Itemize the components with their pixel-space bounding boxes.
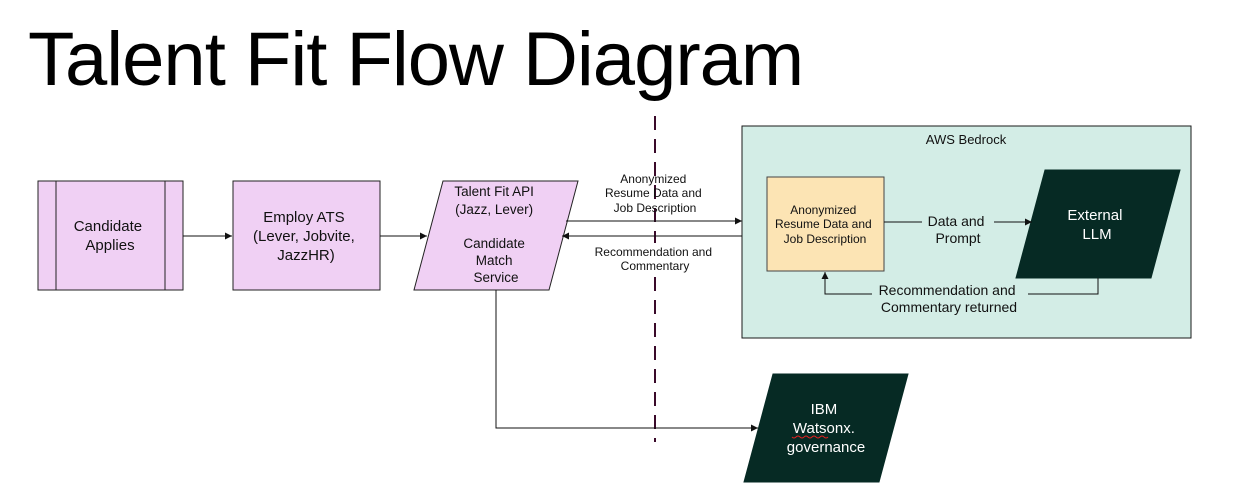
llm-line-1: External [1067,207,1122,224]
talent-fit-api-node[interactable]: Talent Fit API (Jazz, Lever) Candidate M… [413,180,579,291]
api-line-6: Service [473,270,518,285]
employ-ats-label: Employ ATS (Lever, Jobvite, JazzHR) [253,209,359,264]
employ-ats-box [232,180,381,291]
ibm-line-3: governance [787,439,865,456]
talent-fit-api-shape [413,180,579,291]
edge-to-bedrock-line-1: Anonymized [620,172,686,186]
edge-label-from-llm: Recommendation and Commentary returned [879,282,1020,315]
edge-to-llm-line-2: Prompt [935,230,980,246]
ats-line-3: JazzHR) [277,247,335,264]
candidate-line-2: Applies [85,237,134,254]
employ-ats-node[interactable]: Employ ATS (Lever, Jobvite, JazzHR) [232,180,381,291]
edge-label-from-bedrock-bg [590,243,720,273]
edge-label-from-bedrock: Recommendation and Commentary [595,245,716,273]
candidate-applies-label: Candidate Applies [74,218,147,254]
watsonx-spellcheck-underline [791,435,829,439]
arrow-api-to-ibm [495,290,758,432]
ibm-line-2: Watsonx. [793,420,855,437]
api-line-2: (Jazz, Lever) [455,202,533,217]
ibm-watsonx-shape [743,373,909,483]
edge-label-to-llm-bg [922,210,994,250]
anon-line-2: Resume Data and [775,217,872,231]
anonymized-data-node[interactable]: Anonymized Resume Data and Job Descripti… [766,176,885,272]
ats-line-2: (Lever, Jobvite, [253,228,355,245]
edge-label-to-bedrock: Anonymized Resume Data and Job Descripti… [605,172,705,215]
anonymized-data-box [766,176,885,272]
edge-label-to-llm: Data and Prompt [928,213,989,246]
external-llm-node[interactable]: External LLM [1015,169,1181,279]
ibm-watsonx-node[interactable]: IBM Watsonx. governance [743,373,909,483]
anon-line-3: Job Description [784,232,867,246]
edge-from-llm-line-2: Commentary returned [881,299,1017,315]
aws-bedrock-label: AWS Bedrock [926,132,1007,147]
candidate-applies-node[interactable]: Candidate Applies [37,180,184,291]
candidate-line-1: Candidate [74,218,142,235]
edge-to-llm-line-1: Data and [928,213,985,229]
page-title: Talent Fit Flow Diagram [28,17,804,102]
llm-line-2: LLM [1082,226,1111,243]
edge-from-llm-line-1: Recommendation and [879,282,1016,298]
api-line-4: Candidate [463,236,525,251]
ibm-watsonx-label: IBM Watsonx. governance [787,401,865,456]
external-llm-shape [1015,169,1181,279]
anonymized-data-label: Anonymized Resume Data and Job Descripti… [775,203,875,246]
api-line-1: Talent Fit API [454,184,534,199]
api-line-5: Match [476,253,513,268]
external-llm-label: External LLM [1067,207,1126,243]
ibm-line-1: IBM [811,401,838,418]
ats-line-1: Employ ATS [263,209,344,226]
edge-to-bedrock-line-2: Resume Data and [605,186,702,200]
edge-from-bedrock-line-1: Recommendation and [595,245,712,259]
edge-from-bedrock-line-2: Commentary [621,259,690,273]
edge-to-bedrock-line-3: Job Description [614,201,697,215]
talent-fit-api-label: Talent Fit API (Jazz, Lever) Candidate M… [454,184,537,285]
anon-line-1: Anonymized [790,203,856,217]
candidate-applies-box [37,180,184,291]
edge-label-from-llm-bg [872,282,1028,318]
